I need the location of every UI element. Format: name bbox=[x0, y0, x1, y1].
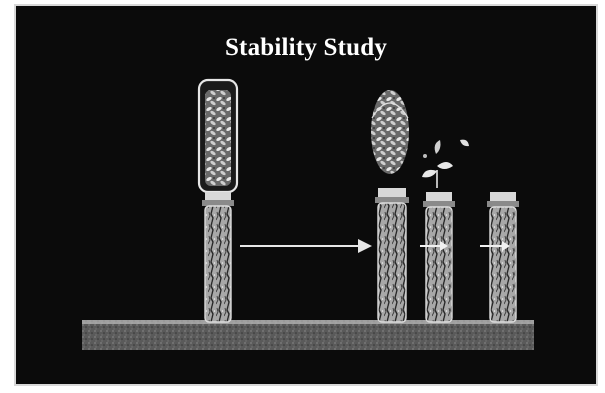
slide-title: Stability Study bbox=[224, 34, 388, 61]
small-arrow-icon-2 bbox=[480, 241, 510, 251]
shelf-base bbox=[82, 320, 534, 350]
tube-with-roots-3 bbox=[423, 192, 455, 323]
small-arrow-icon-1 bbox=[420, 241, 448, 251]
slide: Stability Study bbox=[14, 4, 598, 386]
stability-illustration bbox=[82, 78, 534, 350]
shelf-edge bbox=[82, 320, 534, 324]
tube-with-roots-4 bbox=[487, 192, 519, 323]
right-arrow-icon bbox=[240, 239, 372, 253]
seedling-icon bbox=[422, 139, 469, 188]
tube-with-shoot-2 bbox=[371, 90, 409, 323]
tall-tube-with-shoot bbox=[197, 78, 239, 323]
